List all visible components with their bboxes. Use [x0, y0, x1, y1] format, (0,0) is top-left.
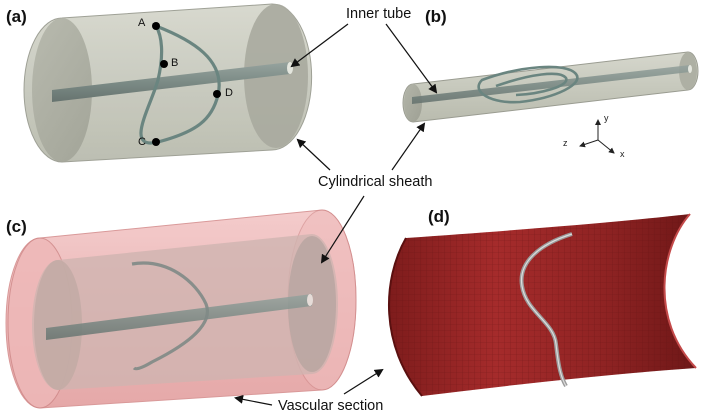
callout-inner-tube: Inner tube	[346, 6, 411, 22]
callout-cylindrical-sheath: Cylindrical sheath	[318, 174, 432, 190]
arrow-sheath-b	[391, 122, 426, 171]
arrow-sheath-a	[296, 138, 331, 171]
inner-tube-end-b	[688, 65, 692, 73]
vessel-mesh-d	[388, 214, 696, 396]
panel-b: (b)	[402, 7, 699, 123]
callout-vascular-section: Vascular section	[278, 398, 383, 414]
point-c-marker	[152, 138, 160, 146]
inner-sheath-left-cap-c	[34, 260, 82, 390]
arrow-inner-tube-a	[290, 23, 349, 68]
axis-x-line	[597, 139, 615, 154]
arrow-sheath-c	[320, 195, 365, 264]
guidewire-c	[131, 261, 209, 371]
arrow-inner-tube-b	[385, 23, 438, 94]
sheath-right-cap-a	[244, 4, 308, 148]
inner-tube-c	[46, 294, 312, 340]
panel-label-b: (b)	[425, 7, 447, 26]
axis-z-line	[579, 139, 599, 148]
panel-label-c: (c)	[6, 217, 27, 236]
axis-z-label: z	[563, 138, 568, 148]
panel-a: A B D C (a)	[6, 3, 313, 163]
panel-label-a: (a)	[6, 7, 27, 26]
axis-x-label: x	[620, 149, 625, 159]
inner-tube-a	[52, 62, 290, 102]
vessel-rim-d	[387, 237, 423, 397]
point-b-label: B	[171, 57, 178, 69]
point-d-marker	[213, 90, 221, 98]
arrow-vascular-right	[343, 368, 384, 395]
guidewire-loop-b	[477, 65, 579, 104]
callouts: Inner tube Cylindrical sheath Vascular s…	[234, 6, 438, 414]
point-a-label: A	[138, 17, 146, 29]
inner-tube-end-c	[307, 294, 313, 306]
axis-y-label: y	[604, 113, 609, 123]
point-b-marker	[160, 60, 168, 68]
arrow-vascular-left	[234, 394, 273, 406]
point-c-label: C	[138, 136, 146, 148]
point-d-label: D	[225, 87, 233, 99]
panel-label-d: (d)	[428, 207, 450, 226]
inner-tube-end-a	[287, 62, 293, 74]
panel-d: (d)	[387, 207, 697, 397]
axis-triad: y x z	[563, 113, 625, 159]
stent-wire-highlight-d	[520, 233, 573, 387]
point-a-marker	[152, 22, 160, 30]
vessel-back-rim-d	[663, 213, 697, 369]
panel-c: (c)	[5, 209, 357, 409]
